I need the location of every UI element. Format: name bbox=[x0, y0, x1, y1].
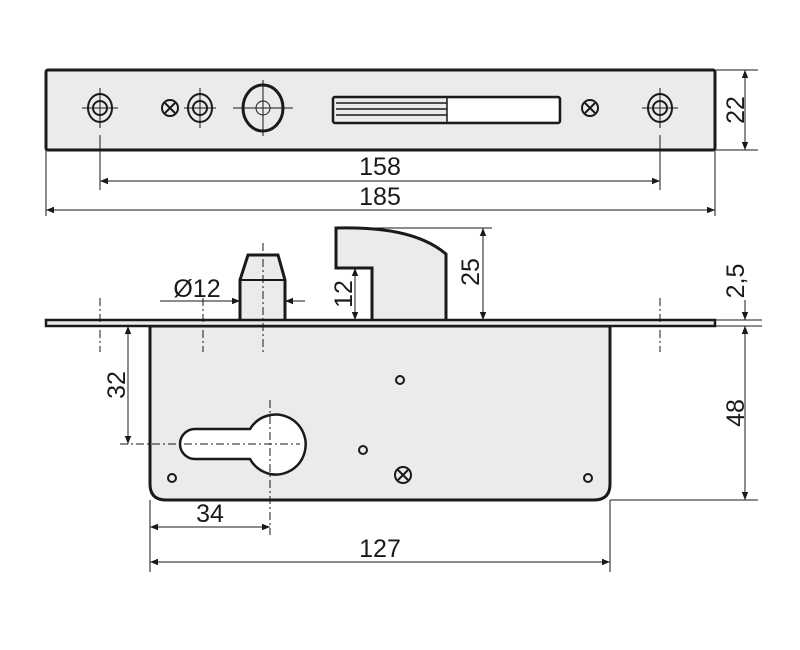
screw-icon bbox=[394, 466, 412, 484]
mounting-hole-left bbox=[82, 88, 118, 128]
svg-text:32: 32 bbox=[103, 371, 131, 399]
svg-text:25: 25 bbox=[457, 258, 485, 286]
screw-icon bbox=[581, 99, 599, 117]
screw-icon bbox=[161, 99, 179, 117]
svg-text:Ø12: Ø12 bbox=[173, 275, 220, 303]
dimension-34: 34 bbox=[149, 500, 270, 572]
svg-text:12: 12 bbox=[330, 280, 358, 308]
mounting-hole-right bbox=[642, 88, 678, 128]
dimension-12: 12 bbox=[330, 268, 359, 320]
svg-text:22: 22 bbox=[722, 96, 750, 124]
hole bbox=[395, 375, 405, 385]
faceplate-top-view bbox=[44, 68, 717, 152]
svg-text:2,5: 2,5 bbox=[722, 264, 750, 299]
mounting-hole bbox=[184, 88, 216, 128]
lock-body bbox=[148, 324, 612, 502]
dimension-25: 25 bbox=[340, 227, 492, 320]
dimension-22: 22 bbox=[716, 69, 758, 151]
cylinder-keyhole bbox=[178, 413, 307, 476]
dimension-diameter-12: Ø12 bbox=[160, 275, 305, 305]
dimension-127: 127 bbox=[150, 500, 611, 572]
hole bbox=[358, 445, 368, 455]
faceplate bbox=[44, 318, 717, 328]
lock-side-view bbox=[44, 226, 717, 535]
dimension-158: 158 bbox=[99, 135, 661, 190]
dimension-32: 32 bbox=[103, 326, 132, 444]
svg-text:127: 127 bbox=[359, 535, 401, 563]
svg-text:48: 48 bbox=[722, 399, 750, 427]
hook-bolt bbox=[334, 226, 448, 323]
svg-text:158: 158 bbox=[359, 153, 401, 181]
dimension-2-5: 2,5 bbox=[716, 264, 762, 346]
dimension-185: 185 bbox=[45, 150, 716, 216]
svg-text:185: 185 bbox=[359, 183, 401, 211]
hole bbox=[583, 473, 593, 483]
latch-hole bbox=[233, 80, 293, 136]
bolt-slot bbox=[331, 95, 562, 125]
svg-text:34: 34 bbox=[196, 500, 224, 528]
hole bbox=[167, 473, 177, 483]
dimension-48: 48 bbox=[610, 326, 758, 501]
